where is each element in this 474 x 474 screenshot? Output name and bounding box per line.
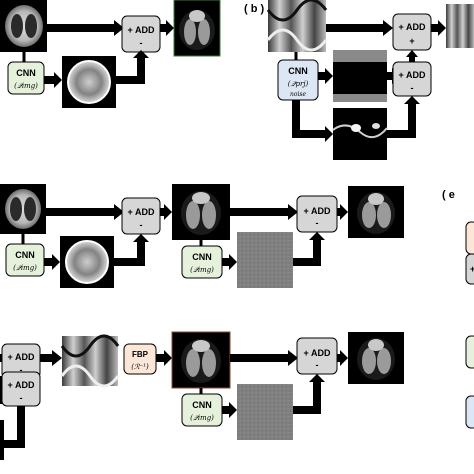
ct-image-input-a (0, 0, 47, 52)
cnn-node-a: CNN (𝒬img) (7, 61, 45, 95)
arrowhead-d6 (229, 402, 237, 418)
add-minus-d3: - (20, 393, 23, 403)
legend-box-add (465, 253, 474, 285)
add-minus-c1: - (140, 220, 143, 230)
ct-image-mid-d (171, 331, 231, 389)
black-image-b (333, 50, 387, 102)
partial-image-d-bottom (0, 420, 4, 460)
arrowhead-d3 (164, 350, 172, 366)
arrowhead-d1 (52, 350, 62, 366)
gray-noise-image-d (237, 384, 293, 440)
add-label-a: + ADD (128, 25, 155, 35)
legend-box-cnn-prj (465, 395, 474, 429)
arrowhead-b8 (404, 96, 420, 104)
arrowhead-d8 (309, 374, 325, 382)
panel-b-label: ( b ) (244, 3, 264, 15)
sinogram-output-b (446, 4, 474, 48)
panel-c: + ADD - + ADD - (0, 184, 404, 288)
arrowhead-b2 (438, 20, 446, 36)
add-node-d3: + ADD - (1, 371, 41, 407)
ct-image-mid-c (172, 184, 230, 240)
arrowhead-c1 (114, 204, 124, 220)
arrowhead-c5 (52, 254, 60, 270)
arrowhead-c10 (309, 232, 325, 240)
cnn-node-b: CNN (𝒬prj) noise (277, 59, 319, 101)
legend-add-plus: + (470, 264, 474, 274)
add-label-c2: + ADD (304, 206, 331, 216)
add-minus-c2: - (316, 218, 319, 228)
arrowhead-a5 (133, 50, 149, 58)
arrowhead-d5 (340, 350, 348, 366)
arrowhead-a2 (166, 20, 174, 36)
add-label-d2: + ADD (304, 348, 331, 358)
ct-image-input-c (0, 184, 46, 234)
add-node-d2: + ADD - (296, 337, 338, 375)
arrowhead-d4 (288, 350, 298, 366)
sinogram-input-b (266, 0, 328, 52)
cnn-operator-a: (𝒬img) (14, 82, 38, 90)
arrowhead-a3 (54, 72, 62, 88)
panel-a: + ADD - CNN (𝒬img) (0, 0, 221, 108)
cnn-node-c1: CNN (𝒬img) (5, 243, 45, 277)
add-label-c1: + ADD (128, 207, 155, 217)
cnn-operator-d: (𝒬img) (190, 414, 214, 422)
noise-image-c (60, 236, 114, 288)
cnn-label-b: CNN (288, 66, 308, 76)
legend-box-fbp (465, 221, 474, 255)
cnn-label-a: CNN (16, 68, 36, 78)
add-node-b2: + ADD - (392, 61, 432, 97)
panel-e-label: ( e (442, 189, 455, 201)
cnn-label-d: CNN (192, 400, 212, 410)
arrowhead-c3 (288, 204, 298, 220)
arrowhead-b1 (383, 20, 393, 36)
fbp-label-d: FBP (132, 350, 149, 359)
cnn-noise-label-b: noise (290, 91, 306, 98)
add-node-c2: + ADD - (296, 195, 338, 233)
add-node-c1: + ADD - (121, 197, 161, 235)
cnn-label-c2: CNN (192, 252, 212, 262)
add-node-b1: + ADD + (392, 13, 432, 51)
fbp-node-d: FBP (ℛ⁻¹) (123, 343, 157, 375)
legend-box-cnn-img (465, 335, 474, 369)
arrowhead-c2 (164, 204, 172, 220)
arrowhead-c4 (340, 204, 348, 220)
cnn-operator-b: (𝒬prj) (288, 80, 309, 88)
panel-b: ( b ) + ADD + CNN (𝒬prj) noise (244, 0, 474, 160)
panel-d: + ADD - FBP (ℛ⁻¹) + ADD (0, 331, 404, 460)
fbp-operator-d: (ℛ⁻¹) (131, 363, 149, 371)
arrowhead-b3 (325, 68, 333, 84)
add-label-d1: + ADD (8, 352, 35, 362)
add-label-b1: + ADD (399, 22, 426, 32)
cnn-operator-c1: (𝒬img) (13, 264, 37, 272)
ct-image-output-c (348, 186, 404, 238)
arrowhead-b5 (406, 50, 418, 57)
add-minus-d1: - (20, 365, 23, 375)
cnn-label-c1: CNN (15, 250, 35, 260)
ct-image-output-d (348, 332, 404, 384)
arrowhead-b6 (325, 126, 333, 142)
add-label-b2: + ADD (399, 70, 426, 80)
add-label-d3: + ADD (8, 380, 35, 390)
arrowhead-a1 (114, 20, 124, 36)
arrowhead-c7 (133, 234, 149, 242)
cnn-node-c2: CNN (𝒬img) (181, 245, 223, 279)
noise-sinogram-b (332, 108, 388, 160)
add-plus-b1: + (409, 36, 414, 46)
add-node-a: + ADD - (121, 15, 161, 53)
ct-image-output-a (173, 0, 221, 57)
sinogram-d (60, 334, 120, 388)
add-minus-a: - (140, 38, 143, 48)
panel-e: ( e + (442, 189, 474, 429)
noise-image-a (62, 56, 116, 108)
add-minus-d2: - (316, 360, 319, 370)
add-minus-b2: - (411, 83, 414, 93)
cnn-node-d: CNN (𝒬img) (181, 393, 223, 427)
cnn-operator-c2: (𝒬img) (190, 266, 214, 274)
arrowhead-c8 (229, 254, 237, 270)
gray-noise-image-c (237, 232, 293, 288)
